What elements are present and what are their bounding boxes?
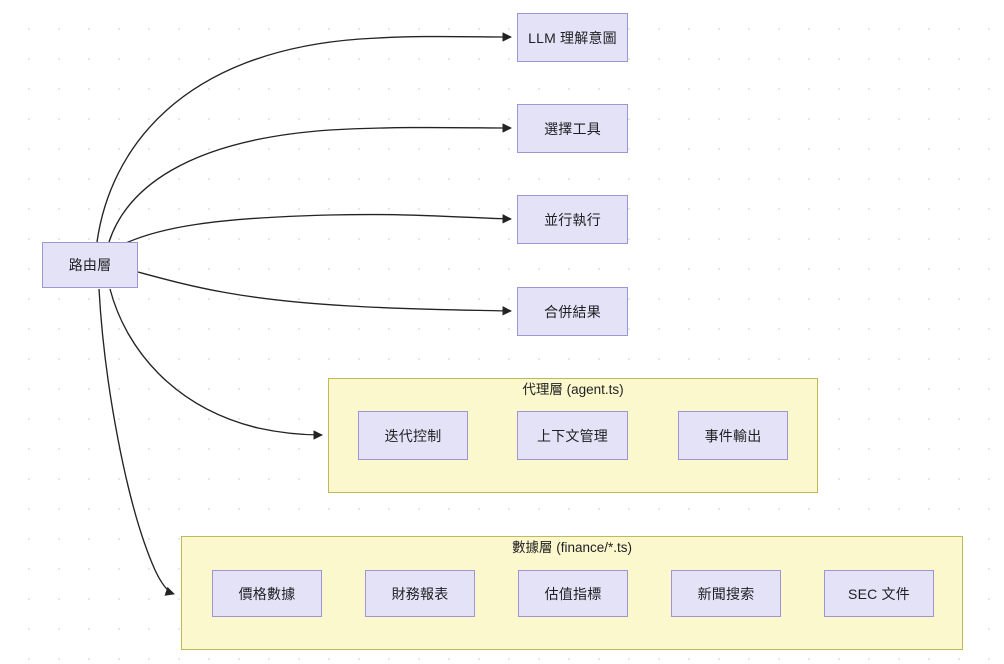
node-llm-intent-label: LLM 理解意圖: [528, 29, 617, 46]
node-iteration-control-label: 迭代控制: [384, 427, 442, 444]
node-sec-filings-label: SEC 文件: [848, 585, 910, 602]
node-parallel-exec[interactable]: 並行執行: [517, 195, 628, 244]
node-router-label: 路由層: [68, 257, 112, 273]
node-context-management[interactable]: 上下文管理: [517, 411, 628, 460]
node-financial-statements[interactable]: 財務報表: [365, 570, 475, 617]
edge-router-to-select-tool: [108, 123, 512, 243]
node-news-search-label: 新聞搜索: [697, 585, 755, 602]
node-merge-result-label: 合併結果: [544, 303, 601, 320]
node-iteration-control[interactable]: 迭代控制: [358, 411, 468, 460]
node-financial-statements-label: 財務報表: [391, 585, 449, 602]
group-agent-layer-title: 代理層 (agent.ts): [522, 382, 624, 397]
edge-router-to-parallel-exec: [125, 213, 512, 244]
node-price-data[interactable]: 價格數據: [212, 570, 322, 617]
node-price-data-label: 價格數據: [238, 585, 296, 602]
node-select-tool[interactable]: 選擇工具: [517, 104, 628, 153]
edge-router-to-agent-layer: [109, 288, 323, 440]
node-parallel-exec-label: 並行執行: [544, 211, 601, 228]
node-news-search[interactable]: 新聞搜索: [671, 570, 781, 617]
edge-router-to-data-layer: [98, 288, 175, 596]
node-valuation-metrics-label: 估值指標: [544, 585, 602, 602]
node-router[interactable]: 路由層: [42, 242, 138, 288]
edge-router-to-llm-intent: [96, 32, 512, 243]
node-context-management-label: 上下文管理: [537, 427, 608, 444]
node-sec-filings[interactable]: SEC 文件: [824, 570, 934, 617]
node-merge-result[interactable]: 合併結果: [517, 287, 628, 336]
group-data-layer-title: 數據層 (finance/*.ts): [511, 540, 633, 555]
node-event-output[interactable]: 事件輸出: [678, 411, 788, 460]
edge-router-to-merge-result: [137, 271, 512, 316]
node-event-output-label: 事件輸出: [704, 427, 762, 444]
node-valuation-metrics[interactable]: 估值指標: [518, 570, 628, 617]
node-select-tool-label: 選擇工具: [544, 120, 601, 137]
node-llm-intent[interactable]: LLM 理解意圖: [517, 13, 628, 62]
